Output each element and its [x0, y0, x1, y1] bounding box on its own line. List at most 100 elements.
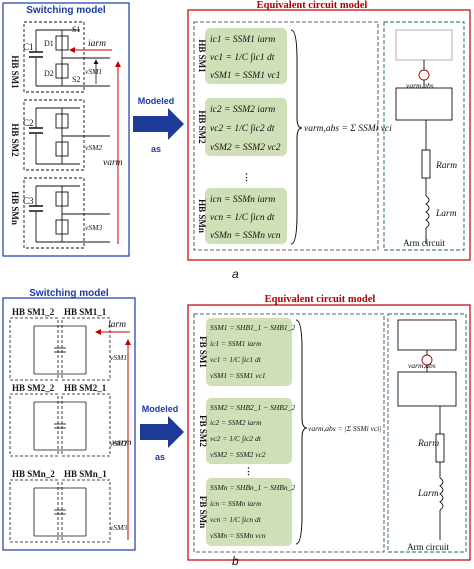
voltage-label-a-3: vSM3 — [85, 223, 102, 232]
caption-b: b — [232, 554, 239, 568]
switch-d1-a-1: D1 — [44, 39, 54, 48]
eq-label-b-3: FB SMn — [198, 496, 208, 528]
equations-box-a — [193, 21, 379, 251]
sm-label-b-6: HB SMn_1 — [64, 469, 107, 479]
eq-label-b-1: FB SM1 — [198, 336, 208, 368]
varm-label-b: varm — [112, 438, 132, 448]
sum-equation-a: varm,abs = Σ SSMi vci — [304, 124, 392, 134]
equivalent-model-box-b — [187, 304, 471, 561]
ellipsis-a: ⋮ — [242, 172, 251, 182]
submodule-a-2 — [23, 99, 110, 171]
cap-label-a-3: C3 — [23, 196, 34, 206]
cap-label-a-1: C1 — [23, 42, 34, 52]
voltage-label-b-3: vSM3 — [110, 523, 127, 532]
eq-a-1-1: ic1 = SSM1 iarm — [210, 35, 275, 45]
eq-a-2-1: ic2 = SSM2 iarm — [210, 105, 275, 115]
eq-a-1-3: vSM1 = SSM1 vc1 — [210, 71, 281, 81]
eq-b-3-1: SSMn = SHBn_1 − SHBn_2 — [210, 483, 295, 492]
eq-label-a-3: HB SMn — [197, 199, 207, 233]
switch-s1-a-1: S1 — [72, 25, 80, 34]
eq-b-3-4: vSMn = SSMn vcn — [210, 531, 266, 540]
arm-circuit-title-a: Arm circuit — [403, 238, 445, 248]
voltage-label-a-2: vSM2 — [85, 143, 102, 152]
switching-model-box-a — [2, 2, 130, 257]
fb-module-b-3 — [9, 479, 111, 543]
eq-b-2-2: ic2 = SSM2 iarm — [210, 418, 262, 427]
eq-b-1-4: vSM1 = SSM1 vc1 — [210, 371, 266, 380]
eq-b-1-3: vc1 = 1/C ∫ic1 dt — [210, 355, 262, 364]
arm-circuit-title-b: Arm circuit — [407, 542, 449, 552]
eq-block-b-1 — [206, 318, 292, 386]
sm-label-b-4: HB SM2_1 — [64, 383, 107, 393]
sm-label-b-1: HB SM1_2 — [12, 307, 55, 317]
switch-s2-a-1: S2 — [72, 75, 80, 84]
voltage-label-b-2: vSM2 — [110, 439, 127, 448]
eq-a-2-2: vc2 = 1/C ∫ic2 dt — [210, 124, 275, 134]
varm-abs-label-b: varm,abs — [408, 361, 436, 370]
arm-circuit-box-b — [387, 313, 467, 553]
ellipsis-b: ⋮ — [244, 466, 253, 476]
switching-model-title-a: Switching model — [26, 5, 106, 16]
eq-b-1-2: ic1 = SSM1 iarm — [210, 339, 262, 348]
eq-block-b-3 — [206, 478, 292, 546]
eq-a-3-2: vcn = 1/C ∫icn dt — [210, 213, 275, 223]
eq-a-3-3: vSMn = SSMn vcn — [210, 231, 281, 241]
modeled-arrow-a — [133, 108, 184, 140]
eq-block-a-3 — [205, 188, 287, 244]
caption-a: a — [232, 267, 239, 281]
eq-label-a-1: HB SM1 — [197, 39, 207, 73]
iarm-label-a: iarm — [88, 39, 106, 49]
r-arm-label-a: Rarm — [435, 161, 457, 171]
eq-a-1-2: vc1 = 1/C ∫ic1 dt — [210, 53, 275, 63]
equations-box-b — [193, 313, 385, 553]
eq-b-1-1: SSM1 = SHB1_1 − SHB1_2 — [210, 323, 295, 332]
eq-b-3-3: vcn = 1/C ∫icn dt — [210, 515, 262, 524]
modeled-label-a-1: Modeled — [138, 96, 175, 106]
panel-a: Switching model HB SM1 HB SM2 HB SMn C1 … — [2, 0, 471, 281]
voltage-label-b-1: vSM1 — [110, 353, 127, 362]
arm-circuit-box-a — [383, 21, 465, 251]
eq-block-a-2 — [205, 98, 287, 156]
iarm-label-b: iarm — [108, 320, 126, 330]
eq-b-2-1: SSM2 = SHB2_1 − SHB2_2 — [210, 403, 295, 412]
brace-b — [295, 319, 308, 545]
modeled-label-a-2: as — [151, 144, 161, 154]
switch-d2-a-1: D2 — [44, 69, 54, 78]
switching-model-title-b: Switching model — [29, 288, 109, 299]
sm-label-b-5: HB SMn_2 — [12, 469, 55, 479]
equivalent-model-title-b: Equivalent circuit model — [265, 294, 376, 305]
varm-label-a: varm — [103, 158, 123, 168]
arm-circuit-b — [397, 319, 457, 540]
eq-a-3-1: icn = SSMn iarm — [210, 195, 275, 205]
modeled-label-b-1: Modeled — [142, 404, 179, 414]
eq-b-3-2: icn = SSMn iarm — [210, 499, 262, 508]
equivalent-model-box-a — [187, 9, 471, 261]
submodule-a-3 — [23, 177, 110, 249]
eq-block-b-2 — [206, 398, 292, 464]
brace-a — [290, 29, 303, 245]
sum-equation-b: varm,abs = |Σ SSMi vci| — [308, 424, 381, 433]
equivalent-model-title-a: Equivalent circuit model — [257, 0, 368, 11]
sm-label-b-2: HB SM1_1 — [64, 307, 107, 317]
modeled-label-b-2: as — [155, 452, 165, 462]
modeled-arrow-b — [140, 416, 184, 448]
r-arm-label-b: Rarm — [417, 439, 439, 449]
eq-label-a-2: HB SM2 — [197, 110, 207, 144]
eq-b-2-3: vc2 = 1/C ∫ic2 dt — [210, 434, 262, 443]
arm-circuit-a — [395, 29, 453, 244]
eq-label-b-2: FB SM2 — [198, 415, 208, 447]
eq-a-2-3: vSM2 = SSM2 vc2 — [210, 143, 281, 153]
sm-label-a-1: HB SM1 — [10, 55, 20, 89]
panel-b: Switching model HB SM1_2 HB SM1_1 HB SM2… — [2, 288, 471, 568]
l-arm-label-b: Larm — [417, 489, 439, 499]
voltage-label-a-1: vSM1 — [85, 67, 102, 76]
fb-module-b-2 — [9, 393, 111, 457]
submodule-a-1 — [23, 21, 110, 93]
sm-label-a-2: HB SM2 — [10, 123, 20, 157]
cap-label-a-2: C2 — [23, 118, 34, 128]
l-arm-label-a: Larm — [435, 209, 457, 219]
varm-abs-label-a: varm,abs — [406, 81, 434, 90]
sm-label-b-3: HB SM2_2 — [12, 383, 55, 393]
eq-block-a-1 — [205, 28, 287, 84]
